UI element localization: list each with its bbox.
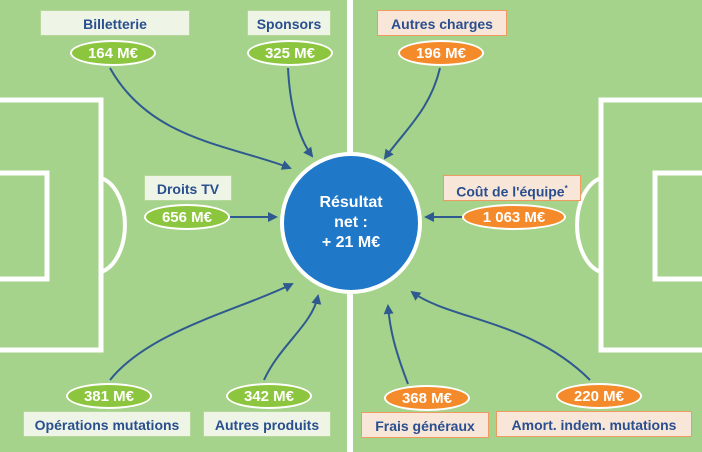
net-result-line-2: net :	[334, 214, 368, 231]
autres-produits-label: Autres produits	[203, 411, 331, 437]
autres-charges-label: Autres charges	[377, 10, 507, 36]
autres-charges-value: 196 M€	[398, 40, 484, 66]
right-penalty-area	[598, 97, 702, 353]
frais-generaux-label: Frais généraux	[361, 412, 489, 438]
droits-tv-value: 656 M€	[144, 204, 230, 230]
droits-tv-label: Droits TV	[144, 175, 232, 201]
arrow-billetterie	[109, 67, 292, 170]
autres-produits-value: 342 M€	[226, 383, 312, 409]
arrow-sponsors	[287, 67, 314, 158]
operations-mutations-label: Opérations mutations	[23, 411, 191, 437]
net-result-circle: Résultat net : + 21 M€	[280, 152, 422, 294]
frais-generaux-value: 368 M€	[384, 385, 470, 411]
billetterie-label: Billetterie	[40, 10, 190, 36]
arrow-autres-charges	[383, 67, 441, 160]
arrow-autres-produits	[263, 294, 322, 381]
left-penalty-arc	[100, 176, 127, 274]
cout-equipe-label: Coût de l'équipe*	[443, 175, 581, 201]
amort-indem-mutations-value: 220 M€	[556, 383, 642, 409]
cout-equipe-label-text: Coût de l'équipe	[456, 183, 565, 200]
flow-arrows	[109, 67, 591, 385]
billetterie-value: 164 M€	[70, 40, 156, 66]
sponsors-label: Sponsors	[247, 10, 331, 36]
cout-equipe-value: 1 063 M€	[462, 204, 566, 230]
arrow-operations-mutations	[109, 283, 294, 381]
right-goal-area	[652, 170, 702, 282]
net-result-line-1: Résultat	[319, 194, 383, 211]
left-goal-area	[0, 170, 50, 282]
sponsors-value: 325 M€	[247, 40, 333, 66]
arrow-frais-generaux	[383, 304, 409, 385]
left-penalty-area	[0, 97, 104, 353]
right-penalty-arc	[575, 176, 602, 274]
footnote-mark: *	[564, 184, 568, 193]
operations-mutations-value: 381 M€	[66, 383, 152, 409]
net-result-value: + 21 M€	[321, 234, 381, 251]
amort-indem-mutations-label: Amort. indem. mutations	[496, 411, 692, 437]
arrow-amort-indem	[410, 290, 591, 381]
